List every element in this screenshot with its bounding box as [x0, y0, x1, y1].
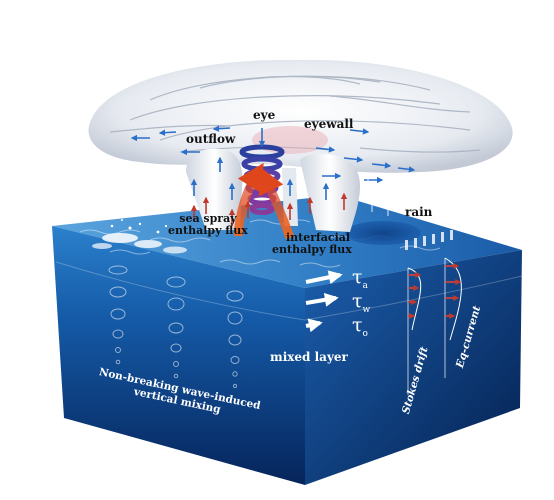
tau-o-arrow: [305, 318, 323, 333]
tau-o-subscript: o: [362, 328, 368, 339]
mixing-bubbles: [108, 265, 244, 389]
eye-label: eye: [253, 108, 276, 122]
sea-spray-label: sea spray enthalpy flux: [168, 213, 248, 236]
eyewall-label: eyewall: [304, 117, 354, 131]
rain-impact-area: [345, 221, 421, 245]
interfacial-flux-arrow: [259, 166, 295, 240]
ocean-side-face: [305, 250, 522, 485]
cloud-canopy: [88, 59, 513, 173]
tau-w-subscript: w: [362, 304, 371, 315]
ocean-surface: [52, 195, 522, 288]
hurricane-cloud: [88, 59, 513, 232]
tau-w-label: τw: [352, 290, 370, 315]
interfacial-label-line1: interfacial: [286, 231, 351, 244]
mixed-layer-label: mixed layer: [270, 350, 348, 364]
left-cloud-column: [186, 148, 243, 230]
ocean-front-face: [52, 226, 305, 485]
sea-spray-foam: [92, 219, 187, 254]
rain-label: rain: [405, 205, 433, 219]
sea-spray-label-line2: enthalpy flux: [168, 223, 248, 237]
tau-o-label: τo: [352, 314, 368, 339]
tau-a-label: τa: [352, 266, 368, 291]
sea-spray-label-line1: sea spray: [179, 212, 237, 225]
ocean-block: [52, 195, 523, 485]
eyewall-cloud-column: [282, 168, 298, 226]
right-cloud-column: [300, 153, 360, 232]
profile-arrows: [408, 263, 462, 319]
cloud-swirls: [109, 75, 481, 153]
profile-header-glyphs: [405, 230, 453, 250]
velocity-profiles: [407, 257, 462, 395]
outflow-label: outflow: [186, 132, 236, 146]
interfacial-label: interfacial enthalpy flux: [272, 232, 352, 255]
stress-arrows: [305, 270, 343, 333]
tau-w-arrow: [305, 292, 339, 307]
mixed-layer-boundary: [55, 261, 523, 321]
tau-a-arrow: [305, 270, 343, 285]
rain-streaks: [173, 168, 419, 216]
circulation-arrows: [130, 125, 416, 226]
tau-w-symbol: τ: [352, 290, 363, 312]
enthalpy-flux-arrows: [233, 162, 295, 240]
tau-o-symbol: τ: [352, 314, 363, 336]
tau-a-symbol: τ: [352, 266, 363, 288]
sea-spray-flux-arrow: [233, 162, 264, 237]
tau-a-subscript: a: [362, 280, 368, 291]
interfacial-label-line2: enthalpy flux: [272, 242, 352, 256]
